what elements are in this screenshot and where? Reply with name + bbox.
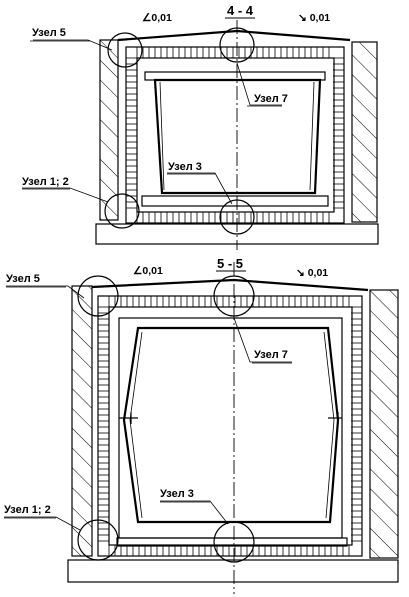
slope-left: ∠0,01 bbox=[133, 265, 163, 277]
leader-3 bbox=[167, 172, 233, 205]
node-label-1-2: Узел 1; 2 bbox=[4, 504, 51, 516]
section-4-4: 4 - 4 ∠0,01 ↘ 0,01 Узел 5 Узел 7 Узел 3 … bbox=[22, 3, 379, 250]
leader-1-2 bbox=[4, 516, 81, 531]
leader-1-2 bbox=[22, 187, 109, 203]
section-title: 5 - 5 bbox=[217, 256, 243, 271]
left-outer-wall bbox=[99, 39, 119, 221]
node-label-7: Узел 7 bbox=[254, 349, 288, 361]
inner-frame bbox=[118, 317, 343, 539]
right-outer-wall bbox=[369, 289, 399, 559]
leader-3 bbox=[160, 500, 229, 525]
node-label-3: Узел 3 bbox=[168, 161, 202, 173]
section-title: 4 - 4 bbox=[227, 3, 254, 18]
node-circle-1-2 bbox=[104, 193, 140, 229]
inner-chamber bbox=[122, 326, 340, 524]
slope-right: ↘ 0,01 bbox=[296, 267, 328, 279]
chamber-base bbox=[141, 195, 329, 207]
node-circle-5 bbox=[77, 275, 119, 317]
slope-right: ↘ 0,01 bbox=[298, 12, 330, 24]
leader-7 bbox=[233, 317, 292, 363]
node-circle-5 bbox=[107, 32, 143, 68]
foundation-slab bbox=[67, 559, 399, 583]
node-circle-3 bbox=[213, 521, 255, 563]
node-label-1-2: Узел 1; 2 bbox=[22, 176, 69, 188]
right-outer-wall bbox=[351, 41, 378, 223]
section-5-5: 5 - 5 ∠0,01 ↘ 0,01 Узел 5 Узел 7 Узел 3 … bbox=[4, 256, 399, 594]
leader-5 bbox=[6, 285, 85, 299]
node-circle-7 bbox=[219, 27, 255, 63]
roof-line bbox=[91, 278, 369, 292]
chamber-top-rim bbox=[144, 71, 326, 81]
brick-liner bbox=[125, 46, 345, 224]
leader-7 bbox=[236, 62, 282, 106]
roof-line bbox=[117, 29, 351, 42]
node-label-3: Узел 3 bbox=[160, 488, 194, 500]
node-circle-3 bbox=[219, 199, 255, 235]
node-label-5: Узел 5 bbox=[32, 27, 66, 39]
node-circle-7 bbox=[213, 275, 255, 317]
chamber-base bbox=[116, 537, 348, 547]
slope-left: ∠0,01 bbox=[142, 12, 172, 24]
inner-chamber bbox=[153, 78, 322, 195]
node-label-5: Узел 5 bbox=[6, 273, 40, 285]
leader-5 bbox=[33, 39, 113, 51]
left-outer-wall bbox=[71, 285, 93, 557]
node-label-7: Узел 7 bbox=[254, 93, 288, 105]
brick-liner bbox=[97, 295, 363, 557]
node-circle-1-2 bbox=[77, 519, 119, 561]
